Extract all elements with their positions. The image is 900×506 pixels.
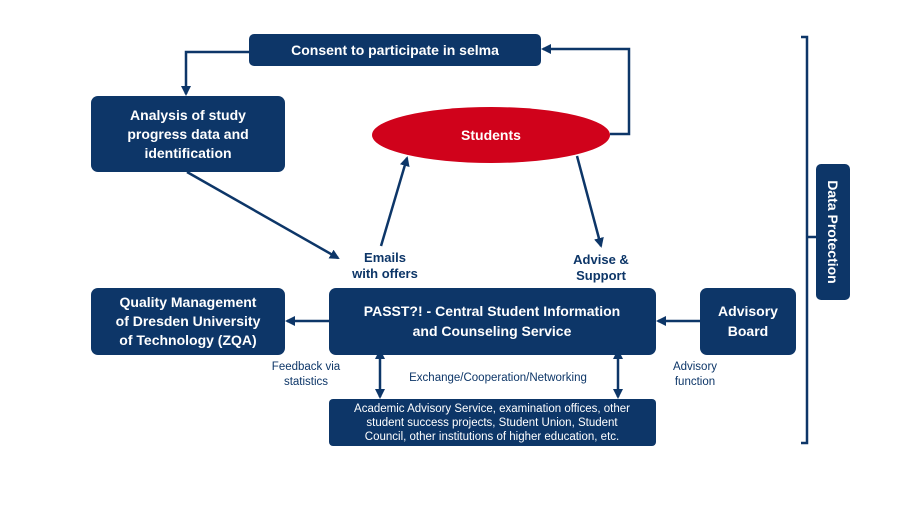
arrow-students-to-advise xyxy=(575,155,604,248)
passt-label-line1: PASST?! - Central Student Information xyxy=(364,303,620,319)
academic-node: Academic Advisory Service, examination o… xyxy=(329,399,656,446)
advisory-node: Advisory Board xyxy=(700,288,796,355)
quality-label-line1: Quality Management xyxy=(120,294,257,310)
arrow-analysis-to-passt xyxy=(186,170,340,260)
students-node: Students xyxy=(372,107,610,163)
arrow-students-to-consent xyxy=(541,44,631,136)
analysis-label-line1: Analysis of study xyxy=(130,107,246,123)
consent-node: Consent to participate in selma xyxy=(249,34,541,66)
advisory-label-line1: Advisory xyxy=(718,303,778,319)
advisory-label-line2: Board xyxy=(728,323,768,339)
passt-label-line2: and Counseling Service xyxy=(413,323,572,339)
emails-label-line2: with offers xyxy=(351,266,418,281)
advise-label-line1: Advise & xyxy=(573,252,629,267)
academic-label-line2: student success projects, Student Union,… xyxy=(366,417,618,429)
arrow-consent-to-analysis xyxy=(181,50,249,96)
analysis-label-line2: progress data and xyxy=(127,126,248,142)
quality-label-line3: of Technology (ZQA) xyxy=(119,332,256,348)
exchange-label: Exchange/Cooperation/Networking xyxy=(409,372,587,384)
students-label: Students xyxy=(461,127,521,143)
academic-label-line3: Council, other institutions of higher ed… xyxy=(365,431,619,443)
academic-label-line1: Academic Advisory Service, examination o… xyxy=(354,403,630,415)
data-protection-label: Data Protection xyxy=(825,180,841,283)
quality-label-line2: of Dresden University xyxy=(116,313,261,329)
passt-node: PASST?! - Central Student Information an… xyxy=(329,288,656,355)
arrow-emails-to-students xyxy=(379,156,410,247)
data-protection-node: Data Protection xyxy=(816,164,850,300)
consent-label: Consent to participate in selma xyxy=(291,42,499,58)
data-protection-bracket xyxy=(801,35,817,445)
analysis-label-line3: identification xyxy=(144,145,231,161)
advise-label-line2: Support xyxy=(576,268,626,283)
feedback-label-line1: Feedback via xyxy=(272,361,341,373)
analysis-node: Analysis of study progress data and iden… xyxy=(91,96,285,172)
quality-node: Quality Management of Dresden University… xyxy=(91,288,285,355)
advisory-function-label-line1: Advisory xyxy=(673,361,717,373)
emails-label-line1: Emails xyxy=(364,250,406,265)
feedback-label-line2: statistics xyxy=(284,376,328,388)
advisory-function-label-line2: function xyxy=(675,376,715,388)
